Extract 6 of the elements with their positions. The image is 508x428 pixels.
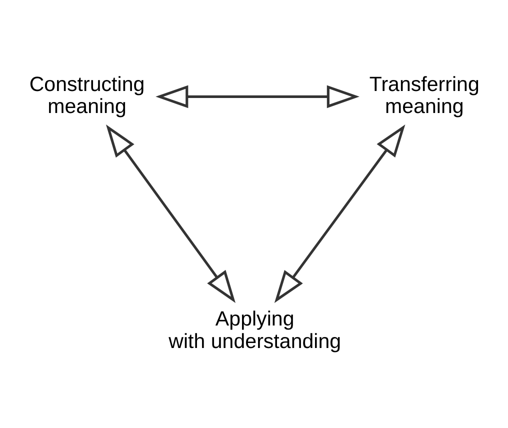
arrow: [156, 85, 360, 108]
arrow: [106, 124, 236, 303]
node-text: Constructing meaning: [29, 72, 145, 118]
node-text: Applying with understanding: [168, 307, 342, 353]
arrow: [274, 124, 406, 303]
node-text: Transferring meaning: [369, 72, 480, 118]
